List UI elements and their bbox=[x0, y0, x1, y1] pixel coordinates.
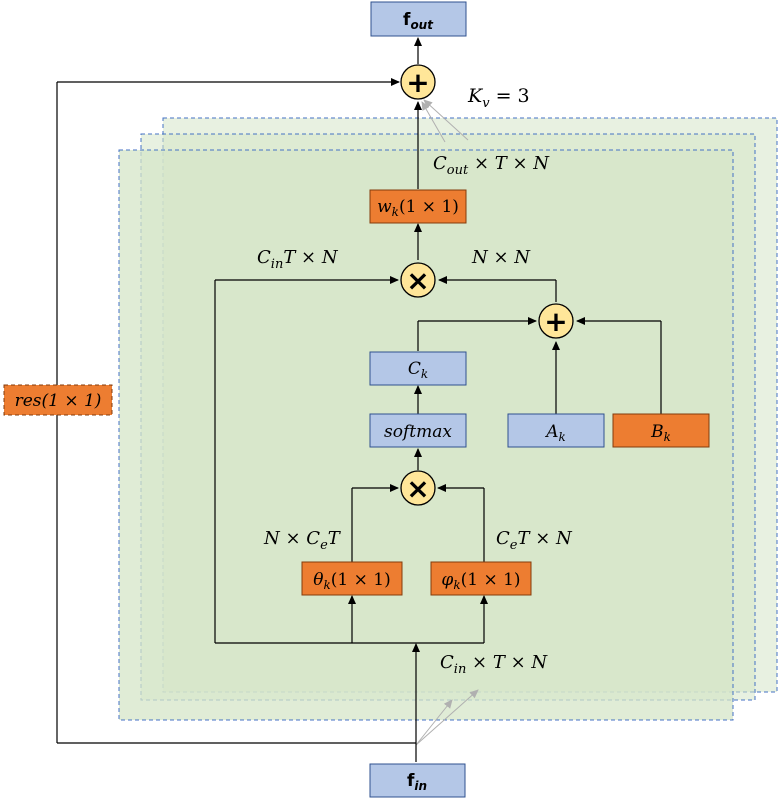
f-out-sub: out bbox=[410, 18, 434, 32]
ak-main: A bbox=[544, 422, 558, 442]
cin-top-tail: T × N bbox=[283, 247, 339, 268]
theta-k-node: θk(1 × 1) bbox=[301, 561, 403, 596]
svg-text:Ck: Ck bbox=[408, 359, 428, 381]
kv-tail: = 3 bbox=[490, 85, 530, 107]
cin-bottom-tail: × T × N bbox=[466, 652, 548, 673]
ak-node: Ak bbox=[507, 413, 605, 448]
cout-t-n-label: Cout × T × N bbox=[433, 153, 550, 178]
cout-tail: × T × N bbox=[468, 153, 550, 174]
mul-symbol-top: × bbox=[406, 264, 429, 297]
cin-top-main: C bbox=[257, 247, 271, 268]
theta-sub: k bbox=[324, 578, 331, 592]
stack-fan-bottom bbox=[415, 689, 479, 746]
cin-bottom-sub: in bbox=[454, 662, 467, 677]
cin-t-n-top-label: CinT × N bbox=[257, 247, 339, 272]
n-ce-pre: N × C bbox=[263, 528, 320, 549]
ce-main: C bbox=[496, 528, 510, 549]
svg-text:fout: fout bbox=[403, 10, 434, 32]
f-out-node: fout bbox=[370, 1, 467, 37]
res-node: res(1 × 1) bbox=[3, 384, 113, 416]
softmax-label: softmax bbox=[384, 422, 452, 442]
n-n-label: N × N bbox=[471, 247, 531, 268]
bk-node: Bk bbox=[612, 413, 710, 448]
phi-main: φ bbox=[441, 570, 453, 590]
cout-main: C bbox=[433, 153, 447, 174]
wk-tail: (1 × 1) bbox=[399, 197, 459, 217]
add-operator-top: + bbox=[400, 64, 436, 100]
cin-bottom-main: C bbox=[440, 652, 454, 673]
bk-sub: k bbox=[664, 430, 671, 444]
n-ce-sub: e bbox=[320, 538, 328, 553]
cout-sub: out bbox=[447, 163, 469, 178]
f-in-main: f bbox=[407, 771, 415, 791]
f-out-main: f bbox=[403, 10, 411, 30]
ce-tail: T × N bbox=[517, 528, 573, 549]
mul-operator-top: × bbox=[400, 262, 436, 298]
mul-operator-bottom: × bbox=[400, 470, 436, 506]
svg-text:φk(1 × 1): φk(1 × 1) bbox=[441, 570, 520, 592]
svg-text:θk(1 × 1): θk(1 × 1) bbox=[313, 570, 390, 592]
kv-sub: v bbox=[482, 96, 490, 111]
kv-annotation: Kv = 3 bbox=[467, 85, 530, 111]
phi-k-node: φk(1 × 1) bbox=[430, 561, 532, 596]
cin-top-sub: in bbox=[271, 257, 284, 272]
phi-sub: k bbox=[453, 578, 460, 592]
kv-main: K bbox=[467, 85, 484, 107]
f-in-sub: in bbox=[414, 779, 427, 793]
ck-main: C bbox=[408, 359, 421, 379]
theta-tail: (1 × 1) bbox=[331, 570, 391, 590]
ck-node: Ck bbox=[369, 351, 467, 386]
theta-main: θ bbox=[313, 570, 323, 590]
add-operator-middle: + bbox=[538, 303, 574, 339]
cin-t-n-bottom-label: Cin × T × N bbox=[440, 652, 548, 677]
softmax-node: softmax bbox=[369, 413, 467, 448]
wk-node: wk(1 × 1) bbox=[369, 189, 467, 224]
ak-sub: k bbox=[559, 430, 566, 444]
f-in-node: fin bbox=[369, 763, 466, 798]
n-ce-tail: T bbox=[328, 528, 342, 549]
mul-symbol-bottom: × bbox=[406, 472, 429, 505]
wk-main: w bbox=[377, 197, 392, 217]
bk-main: B bbox=[650, 422, 664, 442]
ce-t-n-label: CeT × N bbox=[496, 528, 573, 553]
svg-text:wk(1 × 1): wk(1 × 1) bbox=[377, 197, 459, 219]
res-label: res(1 × 1) bbox=[15, 391, 102, 411]
add-symbol-middle: + bbox=[544, 305, 567, 338]
stack-fan-top bbox=[421, 99, 469, 143]
svg-text:Bk: Bk bbox=[650, 422, 671, 444]
svg-text:fin: fin bbox=[407, 771, 427, 793]
add-symbol-top: + bbox=[406, 66, 429, 99]
n-ce-t-label: N × CeT bbox=[263, 528, 342, 553]
phi-tail: (1 × 1) bbox=[461, 570, 521, 590]
svg-text:Ak: Ak bbox=[544, 422, 566, 444]
ck-sub: k bbox=[421, 367, 428, 381]
wk-sub: k bbox=[392, 205, 399, 219]
ce-sub: e bbox=[510, 538, 518, 553]
